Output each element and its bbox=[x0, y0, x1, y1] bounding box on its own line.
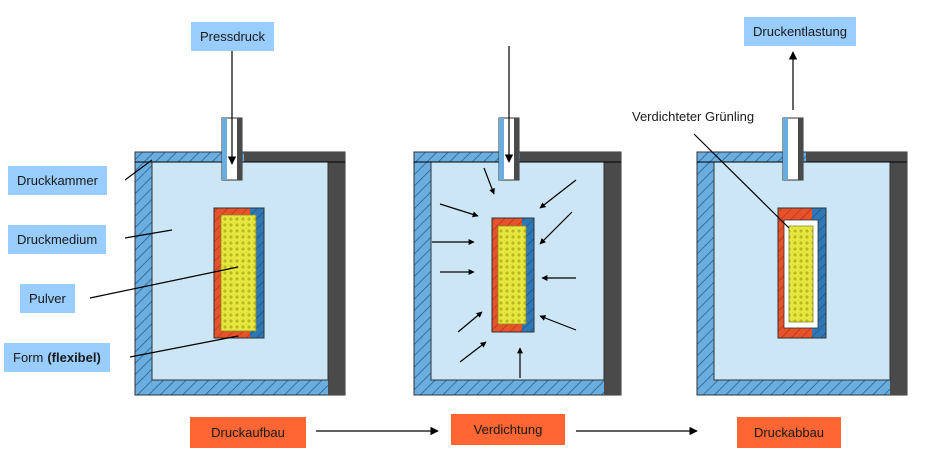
label-pressdruck-text: Pressdruck bbox=[200, 29, 266, 44]
label-pressdruck: Pressdruck bbox=[191, 22, 275, 51]
label-druckentlastung: Druckentlastung bbox=[744, 17, 856, 46]
step-druckabbau-text: Druckabbau bbox=[753, 425, 825, 440]
chamber-panel-2 bbox=[413, 46, 622, 396]
label-druckmedium-text: Druckmedium bbox=[17, 232, 98, 247]
chamber-panel-1 bbox=[134, 50, 346, 396]
step-druckaufbau-text: Druckaufbau bbox=[211, 425, 285, 440]
label-druckkammer-text: Druckkammer bbox=[17, 173, 98, 188]
label-form-text: Form bbox=[13, 350, 44, 365]
label-druckmedium: Druckmedium bbox=[8, 225, 107, 254]
label-verdichteter-gruenling: Verdichteter Grünling bbox=[622, 102, 765, 131]
step-druckabbau: Druckabbau bbox=[737, 417, 841, 448]
label-pulver: Pulver bbox=[20, 284, 75, 313]
label-druckkammer: Druckkammer bbox=[8, 166, 107, 195]
step-verdichtung-text: Verdichtung bbox=[473, 422, 543, 437]
step-druckaufbau: Druckaufbau bbox=[190, 417, 306, 448]
label-pulver-text: Pulver bbox=[29, 291, 66, 306]
label-druckentlastung-text: Druckentlastung bbox=[753, 24, 847, 39]
label-form: Form (flexibel) bbox=[4, 343, 110, 372]
step-verdichtung: Verdichtung bbox=[451, 414, 565, 445]
label-verdichteter-gruenling-text: Verdichteter Grünling bbox=[632, 109, 755, 124]
chamber-panel-3 bbox=[696, 51, 908, 396]
label-form-qualifier: (flexibel) bbox=[47, 350, 101, 365]
